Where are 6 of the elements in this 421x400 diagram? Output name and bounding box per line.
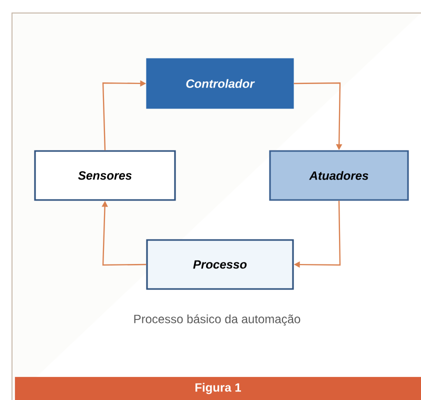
process-box: Processo <box>146 239 294 290</box>
caption: Processo básico da automação <box>134 314 300 326</box>
controller-box: Controlador <box>146 58 294 109</box>
figure-band: Figura 1 <box>14 376 421 400</box>
sensor-box: Sensores <box>34 150 176 201</box>
actuator-box: Atuadores <box>269 150 409 201</box>
